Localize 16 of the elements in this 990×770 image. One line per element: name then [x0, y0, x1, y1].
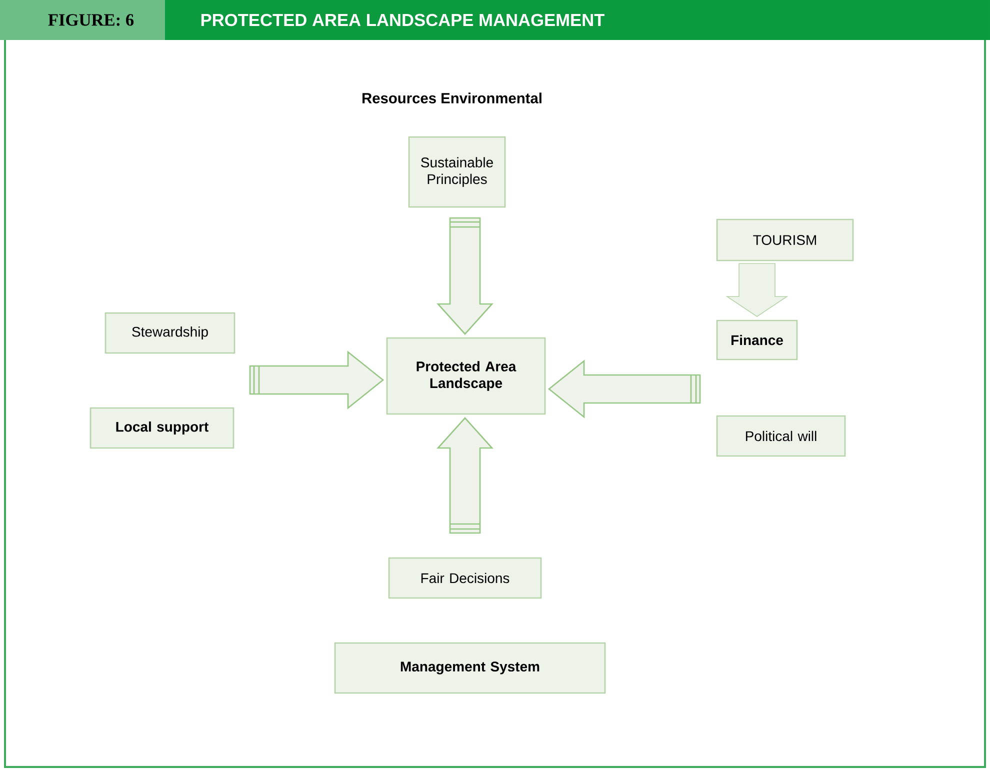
callout-arrow [726, 263, 788, 317]
block-arrow [249, 350, 384, 410]
figure-number: FIGURE: 6 [0, 0, 165, 40]
text-box: Management System [334, 642, 606, 694]
text-box: Fair Decisions [388, 557, 542, 599]
text-box: Sustainable Principles [408, 136, 506, 208]
text-box: Local support [90, 407, 234, 449]
text-box: Political will [716, 415, 846, 457]
text-box: Protected Area Landscape [386, 337, 546, 415]
block-arrow [436, 217, 494, 335]
text-box: TOURISM [716, 218, 854, 262]
block-arrow [436, 417, 494, 534]
text-box: Finance [716, 320, 798, 360]
text-box: Stewardship [104, 312, 236, 354]
heading: Resources Environmental [362, 92, 542, 104]
block-arrow [548, 360, 701, 418]
